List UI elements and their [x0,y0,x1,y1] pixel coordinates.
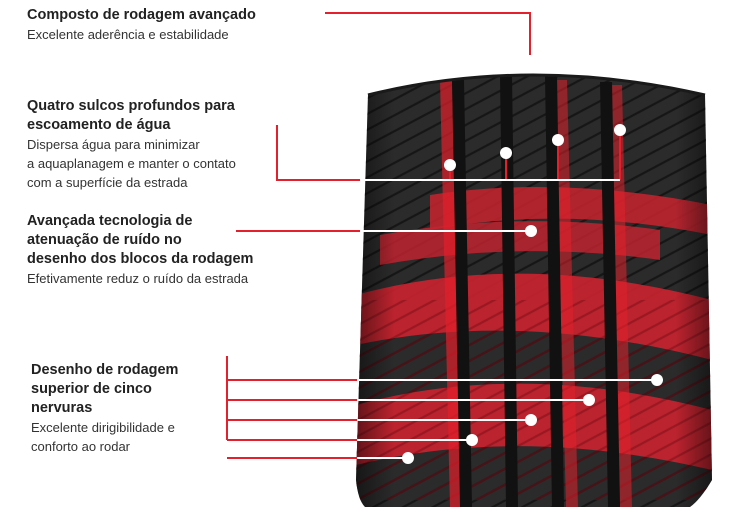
callout-compound-body: Excelente aderência e estabilidade [27,27,229,42]
callout-grooves-body: a aquaplanagem e manter o contato [27,156,236,171]
callout-noise-heading: atenuação de ruído no [27,232,182,248]
callout-grooves-heading: Quatro sulcos profundos para [27,98,235,114]
callout-dot [402,452,414,464]
callout-compound-heading: Composto de rodagem avançado [27,7,256,23]
callout-noise-heading: Avançada tecnologia de [27,213,193,229]
callout-grooves-body: com a superfície da estrada [27,175,188,190]
callout-noise-body: Efetivamente reduz o ruído da estrada [27,271,249,286]
callout-grooves-body: Dispersa água para minimizar [27,137,200,152]
leader-lines-white [357,179,657,459]
callout-ribs-heading: nervuras [31,400,93,416]
callout-dot [525,414,537,426]
callout-ribs-body: conforto ao rodar [31,439,131,454]
callout-dots [402,124,663,464]
callout-dot [651,374,663,386]
callout-grooves: Quatro sulcos profundos para escoamento … [27,97,236,192]
callout-dot [444,159,456,171]
callout-ribs: Desenho de rodagem superior de cinco ner… [31,361,178,456]
callout-grooves-heading: escoamento de água [27,117,171,133]
callout-dot [583,394,595,406]
callout-dot [466,434,478,446]
callout-dot [500,147,512,159]
callout-ribs-body: Excelente dirigibilidade e [31,420,175,435]
callout-dot [614,124,626,136]
callout-dot [552,134,564,146]
callout-compound: Composto de rodagem avançado Excelente a… [27,6,256,44]
callout-ribs-heading: superior de cinco [31,381,152,397]
callout-noise-heading: desenho dos blocos da rodagem [27,251,254,267]
callout-noise: Avançada tecnologia de atenuação de ruíd… [27,212,253,288]
callout-dot [525,225,537,237]
callout-ribs-heading: Desenho de rodagem [31,362,179,378]
